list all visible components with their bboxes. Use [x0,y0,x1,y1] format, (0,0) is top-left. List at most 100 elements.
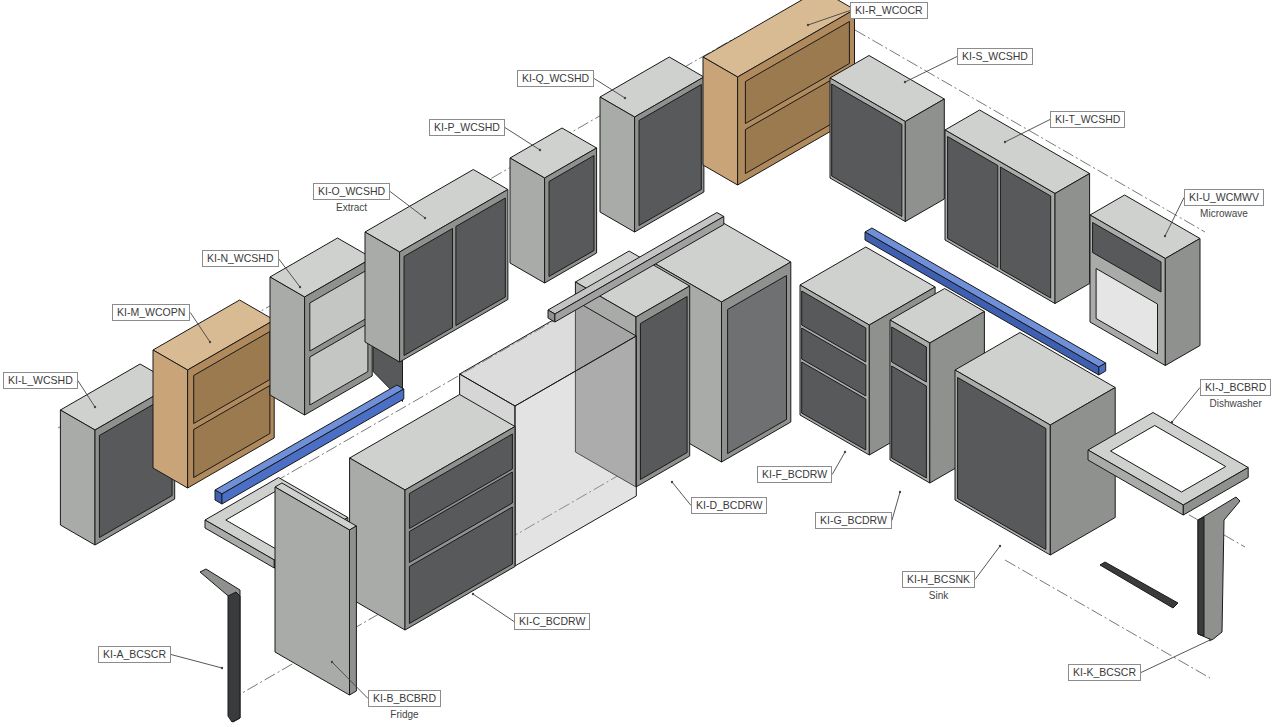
part-note: Fridge [388,709,420,721]
leader-dot [999,545,1001,547]
cabinet-side [270,277,305,415]
part-code: KI-M_WCOPN [112,304,190,321]
cabinet-side [890,320,930,483]
callout-tag: KI-G_BCDRW [815,512,892,529]
part-code: KI-A_BCSCR [98,646,171,663]
plinth [1100,562,1178,608]
rail [215,385,404,494]
callout-tag: KI-P_WCSHD [429,119,505,136]
callout-tag: KI-U_WCMWV Microwave [1184,189,1264,220]
leader-line [808,11,850,26]
cabinet-front [1055,174,1090,304]
rail [865,228,1106,367]
cabinet-front [905,99,944,222]
cabinet-front [545,148,597,283]
leader-line [78,381,95,408]
cabinet-side [510,158,545,283]
leader-line [390,192,425,219]
dishwasher-opening [1111,426,1226,493]
leader-line [171,655,222,669]
part-code: KI-Q_WCSHD [517,70,594,87]
rail [1099,363,1106,375]
callout-tag: KI-D_BCDRW [691,497,767,514]
part-code: KI-J_BCBRD [1200,379,1271,396]
cabinet-door [456,198,505,326]
cabinet-front [1050,388,1115,556]
leader-line [190,313,210,343]
cabinet-door [832,84,902,217]
part-note: Microwave [1198,208,1250,220]
callout-tag: KI-R_WCOCR [850,2,928,19]
rail [548,310,555,322]
part-code: KI-H_BCSNK [902,571,975,588]
callout-tag: KI-K_BCSCR [1068,664,1141,681]
leader-line [1165,198,1184,237]
part-code: KI-R_WCOCR [850,2,928,19]
leader-dot [209,341,211,343]
leader-line [1005,120,1050,143]
drawer [802,362,866,450]
callout-tag: KI-B_BCBRDFridge [368,690,441,721]
part-code: KI-L_WCSHD [3,372,78,389]
part-note: Dishwasher [1208,398,1264,410]
leader-dot [807,24,809,26]
leader-line [473,594,514,622]
cabinet-front [1165,239,1200,366]
leader-dot [899,491,901,493]
microwave-opening [1096,269,1157,355]
cabinet-side [60,410,95,545]
center-line [1005,560,1210,678]
cabinet-side [800,285,869,455]
leader-line [279,259,301,288]
part-note: Sink [927,590,950,602]
cabinet-side [830,78,905,222]
part-code: KI-T_WCSHD [1050,111,1125,128]
callout-tag: KI-C_BCDRW [514,613,590,630]
leader-line [1141,640,1210,673]
leader-dot [1164,235,1166,237]
leader-line [975,546,1000,580]
leader-dot [844,451,846,453]
part-code: KI-S_WCSHD [957,48,1033,65]
leader-line [892,492,900,521]
part-code: KI-G_BCDRW [815,512,892,529]
drawer [409,507,512,624]
leader-line [505,128,540,151]
leader-dot [424,217,426,219]
leader-line [594,79,625,99]
scribe-strip [228,592,240,722]
scribe-panel [200,569,240,722]
leader-dot [331,661,333,663]
rail [548,213,724,315]
leader-line [1172,388,1200,423]
cabinet-front [400,190,508,363]
cabinet-door [1000,167,1050,298]
cabinet-side [153,350,188,488]
leader-dot [624,97,626,99]
leader-dot [221,667,223,669]
part-code: KI-U_WCMWV [1184,189,1264,206]
cabinet-door [549,156,594,277]
open-shelf [310,270,368,352]
leader-dot [94,406,96,408]
leader-dot [539,149,541,151]
leader-line [905,57,957,83]
callout-tag: KI-Q_WCSHD [517,70,594,87]
rail [865,232,1099,375]
open-shelf [194,332,270,424]
callout-tag: KI-L_WCSHD [3,372,78,389]
rail [222,389,404,504]
part-code: KI-K_BCSCR [1068,664,1141,681]
leader-dot [472,593,474,595]
leader-line [332,662,368,699]
cabinet-side [945,130,1055,304]
cabinet-door [948,137,998,268]
cabinet-door [728,276,787,454]
cabinet-front [636,286,690,487]
leader-dot [1209,639,1211,641]
cabinet-side [600,97,635,232]
cabinet-door [640,297,687,480]
cabinet-door [639,85,701,226]
cabinet-side [350,458,405,630]
